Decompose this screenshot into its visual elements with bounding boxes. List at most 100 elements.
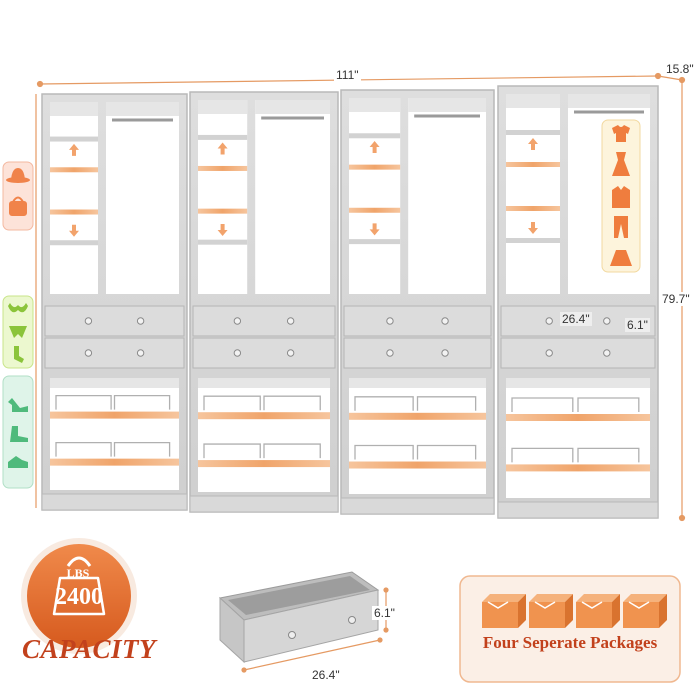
cabinet-3-shelf-4 — [349, 239, 401, 245]
cabinet-1-hanging-opening — [106, 102, 179, 294]
cabinet-3-shelf-3 — [349, 207, 401, 213]
cabinet-1-shelf-2 — [50, 167, 98, 173]
cabinet-row — [41, 85, 659, 519]
socks-icon — [14, 346, 24, 363]
cabinet-3-drawer-2 — [343, 337, 492, 369]
cabinet-1-left-opening — [50, 102, 98, 294]
package-box-1-top — [482, 594, 526, 602]
cabinet-2-drawer-1-knob-left — [233, 317, 242, 325]
tshirt-icon — [612, 125, 630, 142]
cabinet-4-left-opening — [506, 94, 560, 294]
cabinet-3-shoe-shelf-1 — [349, 412, 486, 420]
cabinet-2-shoe-rack-2 — [203, 443, 321, 459]
package-box-4-side — [659, 594, 667, 628]
depth-dimension-line — [657, 75, 683, 81]
side-tags — [2, 161, 34, 489]
package-box-1-flap — [487, 601, 509, 609]
cabinet-2-shoe-shelf-2 — [198, 460, 330, 468]
cabinet-1-shoe-opening — [50, 378, 179, 490]
cabinet-4-drawer-1-knob-right — [603, 317, 611, 325]
package-box-4-top — [623, 594, 667, 602]
cabinet-4-drawer-2 — [500, 337, 656, 369]
cabinet-1-drawer-1-knob-left — [84, 317, 93, 325]
skirt-icon — [610, 250, 632, 266]
package-box-3-front — [576, 602, 612, 628]
package-box-4-front — [623, 602, 659, 628]
cabinet-2-hanging-opening — [255, 100, 330, 294]
cabinet-1-shelf-1 — [50, 136, 98, 142]
cabinet-1-shoe-shelf-2 — [50, 458, 179, 466]
package-box-3-side — [612, 594, 620, 628]
package-box-1-side — [518, 594, 526, 628]
hat-icon — [6, 168, 30, 183]
cabinet-3-shoe-rack-1 — [354, 396, 477, 411]
height-label: 79.7" — [660, 292, 692, 306]
cabinet-2-left-opening — [198, 100, 248, 294]
cabinet-1-drawer-2-knob-right — [136, 349, 145, 357]
boot-icon — [10, 426, 28, 442]
cabinet-1-arrow-down-icon — [69, 224, 79, 237]
cabinet-2-shelf-4 — [198, 239, 248, 245]
cabinet-3-shoe-opening — [349, 378, 486, 494]
drawer-height-label: 6.1" — [625, 318, 650, 332]
underwear-icon — [9, 326, 27, 338]
sneaker-icon — [8, 456, 28, 468]
cabinet-4-shelf-4 — [506, 238, 560, 243]
cabinet-4-shoe-shelf-2 — [506, 464, 650, 472]
loose-drawer-height-label: 6.1" — [372, 606, 397, 620]
width-label: 111" — [334, 68, 361, 82]
cabinet-4-shoe-opening — [506, 378, 650, 498]
package-box-1-front — [482, 602, 518, 628]
cabinet-4-arrow-down-icon — [528, 222, 538, 234]
cabinet-2-drawer-2 — [192, 337, 336, 369]
jacket-icon — [612, 186, 630, 208]
cabinet-2-shoe-opening — [198, 378, 330, 492]
cabinet-2-base — [189, 495, 339, 513]
package-box-3-flap — [581, 601, 603, 609]
cabinet-4-base — [497, 501, 659, 519]
dress-icon — [612, 152, 630, 176]
cabinet-3-arrow-up-icon — [369, 140, 380, 153]
cabinet-4-drawer-1-knob-left — [545, 317, 553, 325]
cabinet-4-shoe-rack-1 — [511, 397, 640, 412]
bra-icon — [8, 303, 28, 313]
package-box-illustration — [459, 575, 681, 683]
cabinet-2-shelf-2 — [198, 165, 248, 171]
cabinet-4-shoe-rack-2 — [511, 447, 640, 463]
cabinet-4-drawer-2-knob-right — [603, 349, 611, 357]
cabinet-2-drawer-1-knob-right — [286, 317, 295, 325]
cabinet-3-base — [340, 497, 495, 515]
cabinet-2-shoe-shelf-1 — [198, 412, 330, 420]
cabinet-3-shoe-rack-2 — [354, 444, 477, 460]
cabinet-4-arrow-up-icon — [528, 138, 538, 150]
drawer-width-label: 26.4" — [560, 312, 592, 326]
cabinet-3-shoe-shelf-2 — [349, 461, 486, 469]
cabinet-1-drawer-2 — [44, 337, 185, 369]
cabinet-4-shelf-3 — [506, 206, 560, 211]
capacity-value: 2400 — [55, 584, 103, 610]
cabinet-4-drawer-2-knob-left — [545, 349, 553, 357]
package-box-2-side — [565, 594, 573, 628]
cabinet-2-shoe-rack-1 — [203, 395, 321, 411]
cabinet-1-shelf-4 — [50, 240, 98, 246]
cabinet-2-shelf-3 — [198, 208, 248, 214]
capacity-badge — [21, 538, 137, 654]
handbag-icon — [9, 196, 27, 216]
cabinet-3-drawer-1-knob-right — [441, 317, 449, 325]
cabinet-4-shoe-shelf-1 — [506, 414, 650, 421]
package-box-2-front — [529, 602, 565, 628]
cabinet-1-shoe-rack-2 — [55, 441, 171, 457]
cabinet-4-shelf-2 — [506, 162, 560, 167]
cabinet-2-drawer-2-knob-right — [286, 349, 295, 357]
cabinet-2-drawer-2-knob-left — [233, 349, 242, 357]
cabinet-1-shoe-shelf-1 — [50, 411, 179, 419]
high-heel-icon — [8, 398, 28, 412]
loose-drawer-width-label: 26.4" — [310, 668, 342, 682]
cabinet-3-drawer-1 — [343, 305, 492, 337]
cabinet-2-arrow-down-icon — [217, 224, 228, 237]
cabinet-3-drawer-2-knob-left — [386, 349, 394, 357]
hanging-clothes-tag — [601, 119, 641, 273]
cabinet-3-shelf-1 — [349, 133, 401, 139]
cabinet-1-drawer-1 — [44, 305, 185, 337]
